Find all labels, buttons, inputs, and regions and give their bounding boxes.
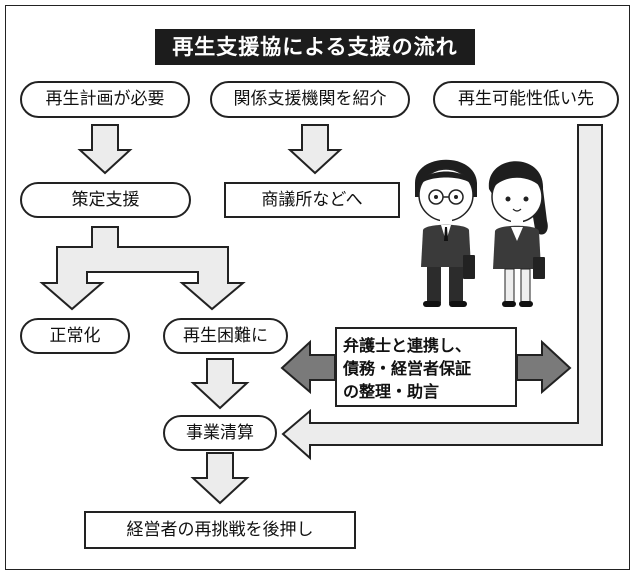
node-liquidation: 事業清算	[163, 415, 277, 451]
note-line-3: の整理・助言	[343, 382, 440, 401]
note-line-2: 債務・経営者保証	[343, 359, 472, 378]
arrow-note-right	[516, 339, 572, 395]
arrow-introduce-to-chamber	[287, 124, 343, 175]
node-formulate: 策定支援	[20, 182, 191, 218]
arrow-difficult-to-liquidation	[190, 358, 250, 410]
businesswoman-figure	[488, 161, 548, 307]
note-line-1: 弁護士と連携し、	[343, 336, 472, 355]
node-introduce: 関係支援機関を紹介	[210, 81, 410, 118]
arrow-need-to-formulate	[77, 124, 133, 175]
arrow-lowpossibility-to-liquidation	[281, 124, 603, 461]
node-low-possibility: 再生可能性低い先	[433, 81, 619, 118]
node-need-plan: 再生計画が必要	[20, 81, 190, 118]
arrow-note-left	[280, 339, 336, 395]
node-normal: 正常化	[20, 318, 130, 354]
note-lawyer-support: 弁護士と連携し、 債務・経営者保証 の整理・助言	[335, 327, 517, 407]
arrow-formulate-split	[39, 226, 246, 311]
node-difficult: 再生困難に	[163, 318, 288, 354]
node-chamber: 商議所などへ	[224, 182, 400, 218]
business-people-illustration	[415, 159, 548, 307]
diagram-title: 再生支援協による支援の流れ	[155, 29, 475, 65]
businessman-figure	[415, 159, 477, 307]
arrow-liquidation-to-rechallenge	[190, 452, 250, 505]
node-rechallenge: 経営者の再挑戦を後押し	[84, 511, 356, 549]
